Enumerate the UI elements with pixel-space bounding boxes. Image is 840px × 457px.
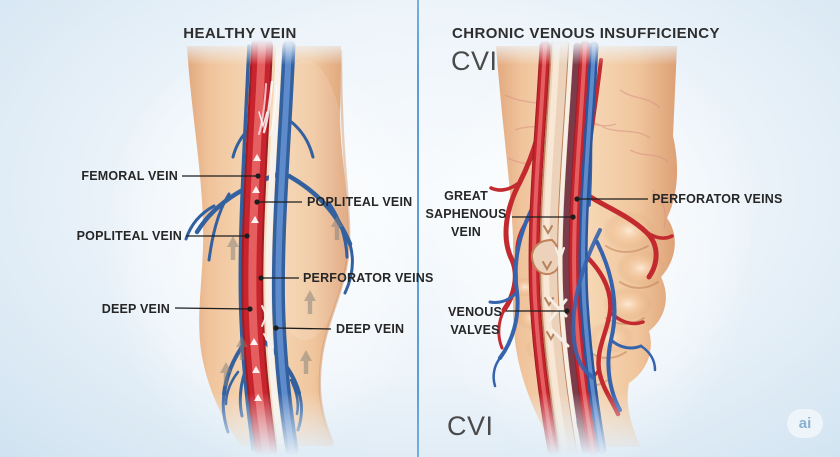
label-perforator-veins-right: PERFORATOR VEINS <box>652 192 783 206</box>
healthy-vessel-bundle <box>238 35 299 457</box>
cvi-vessel-bundle <box>528 36 607 457</box>
label-deep-vein-left: DEEP VEIN <box>101 302 170 316</box>
healthy-vein-title: HEALTHY VEIN <box>183 25 297 42</box>
label-popliteal-vein-right: POPLITEAL VEIN <box>307 195 413 209</box>
cvi-abbreviation-top: CVI <box>451 46 498 76</box>
panel-divider <box>417 0 419 457</box>
broken-valves <box>547 247 570 348</box>
label-venous-valves: VENOUS VALVES <box>448 305 502 337</box>
cvi-abbreviation-bottom: CVI <box>447 411 494 441</box>
label-leader-lines <box>174 173 648 331</box>
label-great-saphenous-vein: GREAT SAPHENOUS VEIN <box>425 189 507 239</box>
blood-flow-arrows-white <box>250 154 262 401</box>
leader-deep-vein-right <box>275 327 332 330</box>
flow-direction-arrows-gray <box>220 216 343 386</box>
cvi-title: CHRONIC VENOUS INSUFFICIENCY <box>452 25 720 42</box>
healthy-leg-illustration <box>184 35 354 457</box>
label-perforator-veins-left: PERFORATOR VEINS <box>303 271 434 285</box>
label-popliteal-vein-left: POPLITEAL VEIN <box>76 229 182 243</box>
label-femoral-vein: FEMORAL VEIN <box>81 169 178 183</box>
leader-deep-vein-left <box>174 307 251 310</box>
ai-watermark-badge: ai <box>787 409 823 438</box>
label-deep-vein-right: DEEP VEIN <box>336 322 405 336</box>
cvi-leg-illustration <box>488 36 678 457</box>
healthy-leg-skin-shade <box>318 49 351 444</box>
